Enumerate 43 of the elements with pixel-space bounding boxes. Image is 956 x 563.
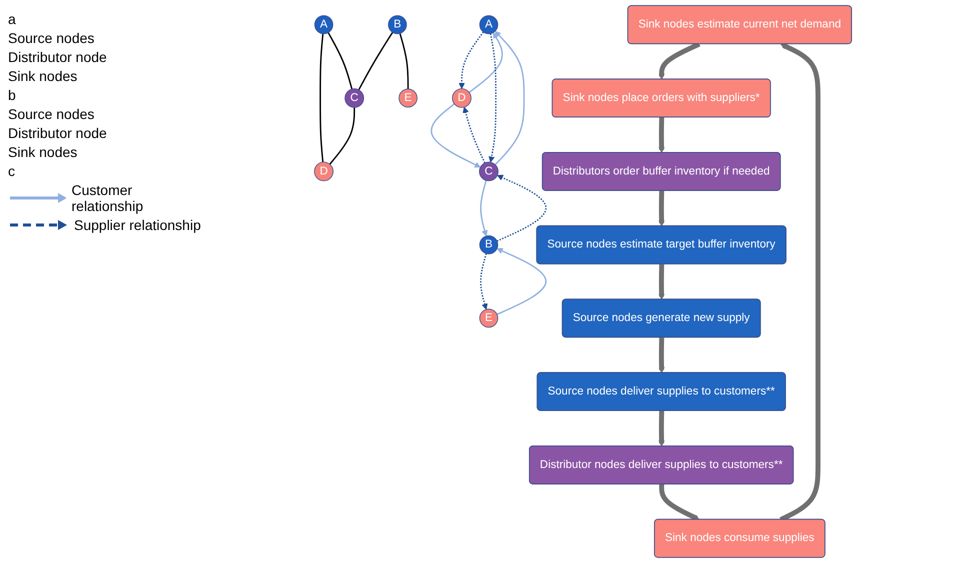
row-label: Source nodes (8, 106, 96, 122)
connector (358, 32, 394, 90)
arrow (494, 30, 525, 166)
panel-letter: b (8, 87, 17, 103)
node-circle: A (314, 15, 334, 34)
arrow (658, 42, 700, 80)
legend-text: Customer relationship (72, 182, 144, 214)
arrow (658, 117, 665, 154)
panel-letter: a (8, 11, 17, 27)
node-circle: D (452, 88, 472, 108)
connector (328, 32, 353, 90)
row-label: Sink nodes (8, 68, 78, 84)
arrow (496, 174, 547, 242)
panel-letter: c (8, 163, 16, 179)
arrow (488, 33, 497, 163)
row-label: Distributor node (8, 49, 108, 65)
arrow (480, 253, 488, 310)
node-circle: C (479, 162, 498, 182)
arrow (458, 32, 484, 89)
connector (320, 34, 324, 162)
arrow (658, 338, 665, 374)
node-circle: D (314, 162, 334, 182)
arrow (658, 190, 665, 226)
arrow (430, 103, 481, 168)
arrow (659, 484, 700, 521)
legend-text: Supplier relationship (74, 217, 201, 233)
node-circle: E (479, 308, 498, 328)
row-label: Sink nodes (8, 144, 78, 160)
row-label: Distributor node (8, 125, 108, 141)
connector (329, 107, 356, 165)
node-circle: B (479, 235, 498, 254)
node-circle: A (479, 15, 498, 34)
arrow (496, 248, 547, 316)
connector (399, 33, 409, 89)
arrow (468, 32, 503, 93)
arrow (480, 180, 488, 236)
node-circle: C (344, 88, 364, 108)
row-label: Source nodes (8, 30, 96, 46)
arrow (462, 106, 486, 164)
node-circle: B (388, 15, 407, 34)
arrow (658, 410, 665, 447)
arrow (658, 264, 665, 300)
node-circle: E (398, 88, 418, 108)
